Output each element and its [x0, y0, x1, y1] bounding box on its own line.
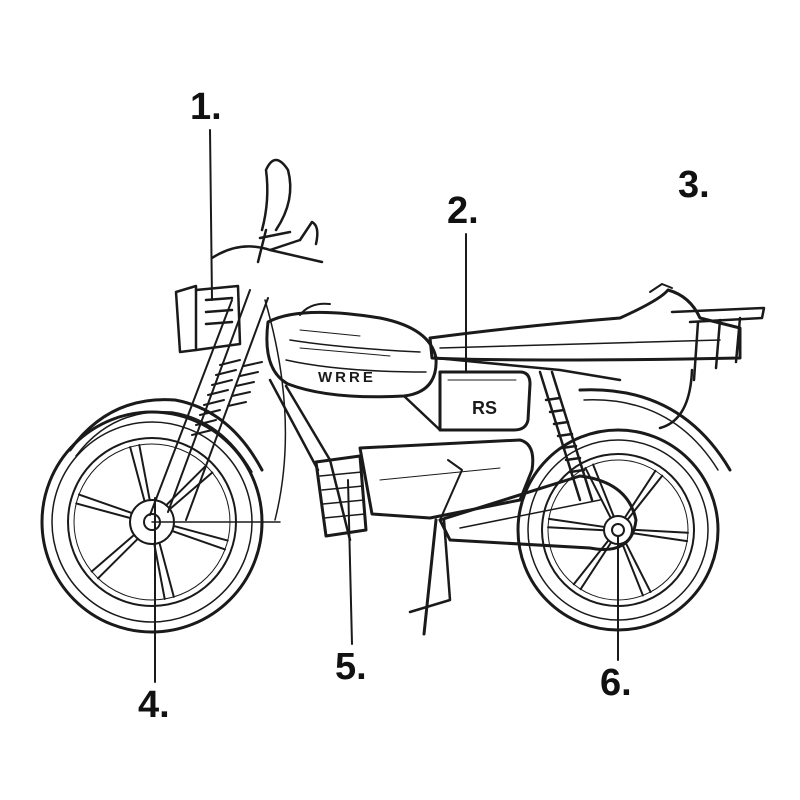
wheel-spoke [90, 533, 136, 573]
wheel-spoke [630, 532, 689, 543]
side-panel: RS [438, 370, 532, 432]
part-label-4: 4. [138, 684, 170, 726]
part-label-2: 2. [447, 190, 479, 232]
part-label-1: 1. [190, 86, 222, 128]
wheel-spoke [172, 524, 229, 542]
leader-line-1 [209, 129, 213, 301]
wheel-spoke [168, 471, 214, 511]
wheel-spoke [78, 493, 133, 515]
part-label-6: 6. [600, 662, 632, 704]
wheel-spoke [624, 540, 652, 593]
tank-logo-text: WRRE [318, 369, 376, 386]
seat [428, 283, 742, 362]
part-label-5: 5. [335, 646, 367, 688]
part-label-3: 3. [678, 164, 710, 206]
fuel-tank: WRRE [265, 302, 438, 399]
wheel-spoke [630, 528, 689, 534]
wheel-spoke [153, 542, 166, 600]
wheel-spoke [129, 446, 146, 503]
wheel-spoke [138, 444, 151, 502]
handlebar [210, 158, 324, 264]
wheel-spoke [621, 542, 644, 597]
luggage-rack [658, 306, 766, 430]
leader-line-5 [347, 479, 353, 645]
wheel-spoke [158, 541, 175, 598]
front-fork [149, 289, 287, 523]
wheel-spoke [572, 539, 610, 586]
wheel-spoke [547, 526, 606, 532]
wheel-spoke [75, 502, 132, 520]
wheel-spoke [171, 529, 226, 551]
wheel-spoke [547, 517, 606, 528]
leader-lines [154, 129, 619, 683]
wheel-spoke [592, 463, 615, 518]
front-wheel [40, 398, 264, 634]
wheel-spoke [623, 469, 657, 519]
headlight [174, 284, 242, 354]
wheel-spoke [97, 537, 139, 580]
side-panel-text: RS [472, 398, 497, 418]
